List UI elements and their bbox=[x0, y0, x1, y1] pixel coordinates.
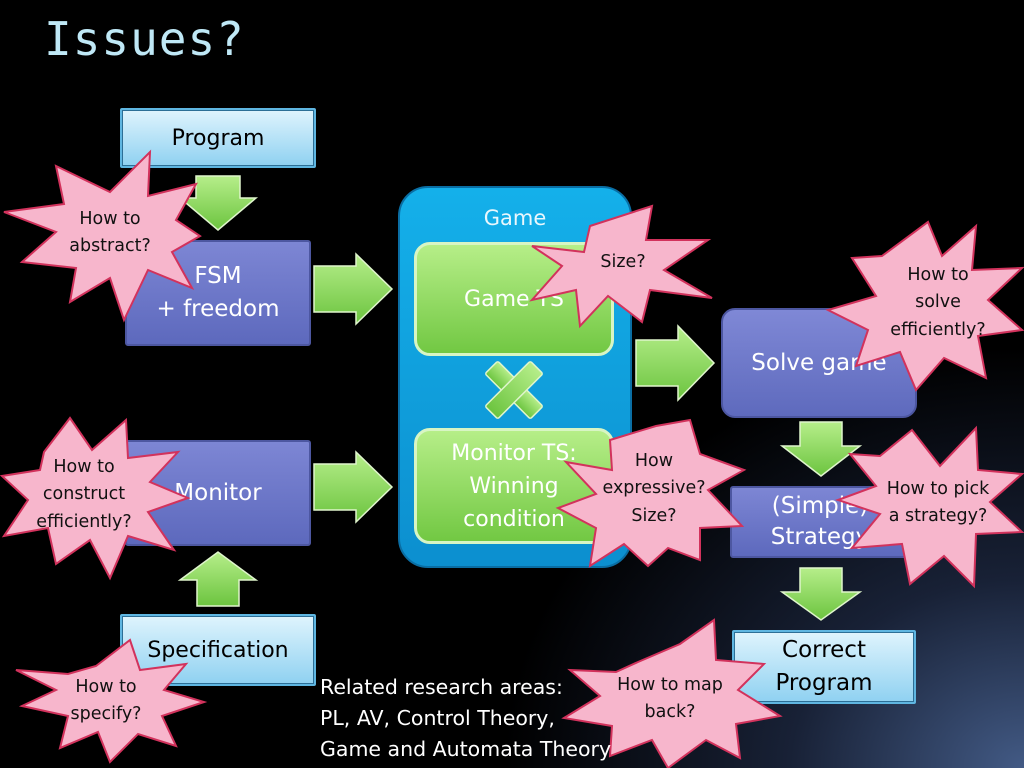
callout-how-to-specify: How to specify? bbox=[70, 676, 142, 724]
callout-how-to-construct: How to construct efficiently? bbox=[36, 457, 132, 532]
program-node: Program bbox=[120, 108, 316, 168]
related-line-2: PL, AV, Control Theory, bbox=[320, 705, 555, 730]
correct-program-node: Correct Program bbox=[732, 630, 916, 704]
slide-title: Issues? bbox=[44, 12, 245, 66]
burst-icon bbox=[555, 418, 747, 569]
down-arrow-icon bbox=[177, 175, 259, 231]
related-research-text: Related research areas: PL, AV, Control … bbox=[320, 672, 611, 764]
burst-icon bbox=[561, 618, 783, 768]
down-arrow-icon bbox=[779, 567, 863, 621]
burst-icon bbox=[825, 220, 1024, 392]
callout-how-to-abstract: How to abstract? bbox=[69, 208, 151, 256]
callout-how-to-pick: How to pick a strategy? bbox=[886, 478, 990, 526]
callout-size: Size? bbox=[600, 252, 646, 273]
burst-icon bbox=[0, 416, 191, 581]
up-arrow-icon bbox=[177, 551, 259, 607]
right-arrow-icon bbox=[313, 450, 394, 524]
callout-how-to-map-back: How to map back? bbox=[617, 674, 723, 722]
burst-icon bbox=[3, 149, 202, 323]
monitor-ts-node: Monitor TS: Winning condition bbox=[414, 428, 614, 544]
related-line-3: Game and Automata Theory bbox=[320, 736, 612, 761]
down-arrow-icon bbox=[779, 421, 863, 477]
right-arrow-icon bbox=[635, 324, 716, 402]
burst-icon bbox=[529, 204, 713, 329]
game-label: Game bbox=[483, 206, 547, 230]
fsm-node: FSM + freedom bbox=[125, 240, 311, 346]
times-icon bbox=[485, 361, 543, 419]
burst-icon bbox=[834, 425, 1024, 589]
related-line-1: Related research areas: bbox=[320, 675, 563, 699]
burst-icon bbox=[15, 638, 208, 764]
right-arrow-icon bbox=[313, 252, 394, 326]
callout-how-expressive: How expressive? Size? bbox=[602, 451, 706, 526]
callout-how-to-solve: How to solve efficiently? bbox=[890, 265, 986, 340]
